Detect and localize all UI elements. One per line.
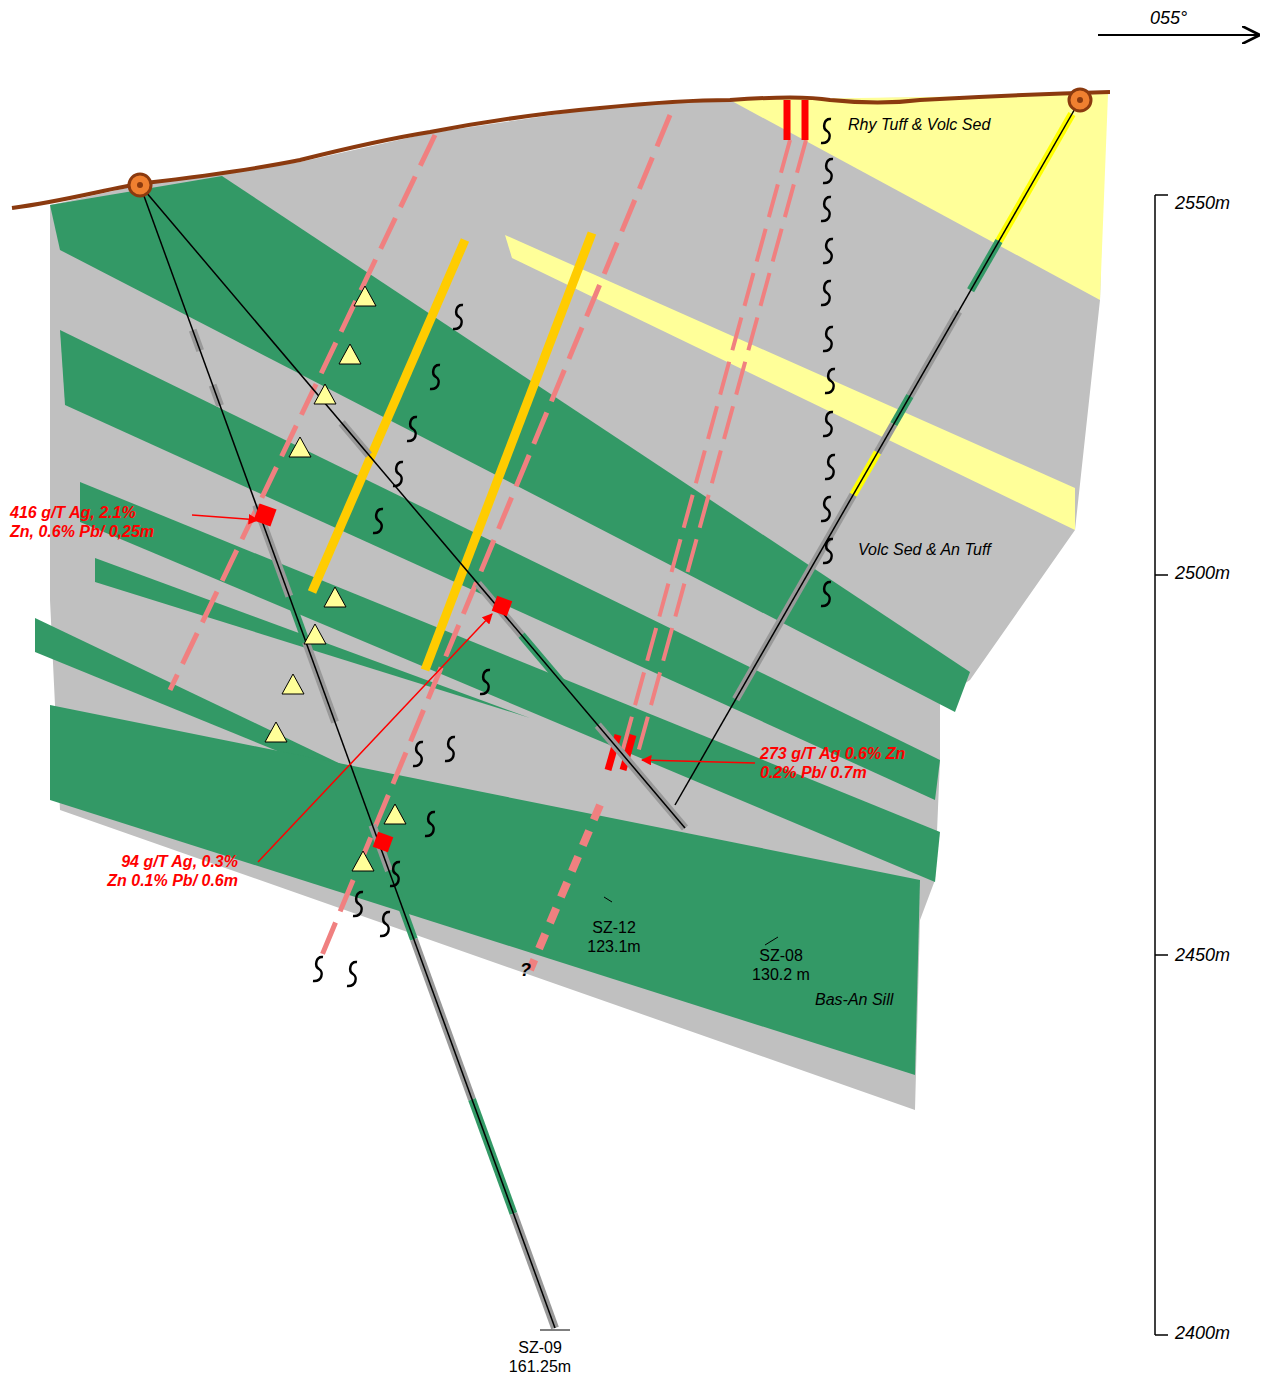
sills [35,176,970,1075]
shear-symbol [413,742,423,766]
shear-symbol [823,239,833,263]
collars [129,89,1091,196]
elevation-label: 2500m [1175,563,1230,585]
shear-symbol [373,509,383,533]
leaders [192,515,755,862]
breccia-triangle [314,384,336,404]
shear-symbol [390,862,400,886]
hole-label: SZ-12 123.1m [578,918,650,956]
shear-symbol [425,812,435,836]
assay-samples [253,503,512,852]
elevation-label: 2400m [1175,1323,1230,1345]
drillholes [140,100,1080,1328]
shear-symbol [393,462,403,486]
lithology-label: Bas-An Sill [815,990,893,1009]
shear-symbol [821,119,831,143]
shear-symbol [313,957,323,981]
elevation-label: 2450m [1175,945,1230,967]
rhyolite-tuff [730,94,1108,300]
breccia-triangle [324,587,346,607]
shear-symbol [407,417,417,441]
shear-symbol [823,412,833,436]
quartz-veins [312,233,592,670]
breccia-triangle [304,624,326,644]
breccia-triangle [265,722,287,742]
query-mark: ? [520,960,531,982]
drill-trace [140,185,555,1328]
breccia-triangle [384,804,406,824]
topography [12,92,1110,208]
host-rock [50,95,1105,1110]
bearing-label: 055° [1150,8,1187,30]
shear-symbol [821,497,831,521]
shear-symbols [313,119,835,986]
assay-label: 416 g/T Ag, 2.1% Zn, 0.6% Pb/ 0,25m [10,503,160,541]
breccia-triangle [282,674,304,694]
drill-trace [675,100,1080,805]
shear-symbol [821,281,831,305]
shear-symbol [825,369,835,393]
shear-symbol [821,582,831,606]
shear-symbol [821,197,831,221]
shear-symbol [453,305,463,329]
shear-symbol [445,737,455,761]
shear-symbol [380,912,390,936]
assay-label: 94 g/T Ag, 0.3% Zn 0.1% Pb/ 0.6m [98,852,238,890]
hole-label: SZ-08 130.2 m [745,946,817,984]
assay-label: 273 g/T Ag 0.6% Zn 0.2% Pb/ 0.7m [760,744,920,782]
shear-symbol [347,962,357,986]
shear-symbol [353,892,363,916]
shear-symbol [823,327,833,351]
shear-symbol [430,365,440,389]
lithology-label: Rhy Tuff & Volc Sed [848,115,990,134]
hole-label: SZ-09 161.25m [504,1338,576,1376]
direction-arrow [1098,34,1258,36]
elevation-label: 2550m [1175,193,1230,215]
shear-symbol [480,670,490,694]
breccia-triangle [289,437,311,457]
lithology-label: Volc Sed & An Tuff [858,540,991,559]
elevation-scale [1155,195,1168,1335]
shear-symbol [823,159,833,183]
breccia-triangle [352,851,374,871]
shear-symbol [825,455,835,479]
shear-symbol [823,539,833,563]
vein-intercepts [608,100,805,770]
hole-end-ticks [540,897,778,1330]
breccia-triangle [339,344,361,364]
veins [170,115,806,970]
breccia-triangle [354,286,376,306]
breccia-symbols [265,286,406,871]
drill-trace [140,185,685,828]
